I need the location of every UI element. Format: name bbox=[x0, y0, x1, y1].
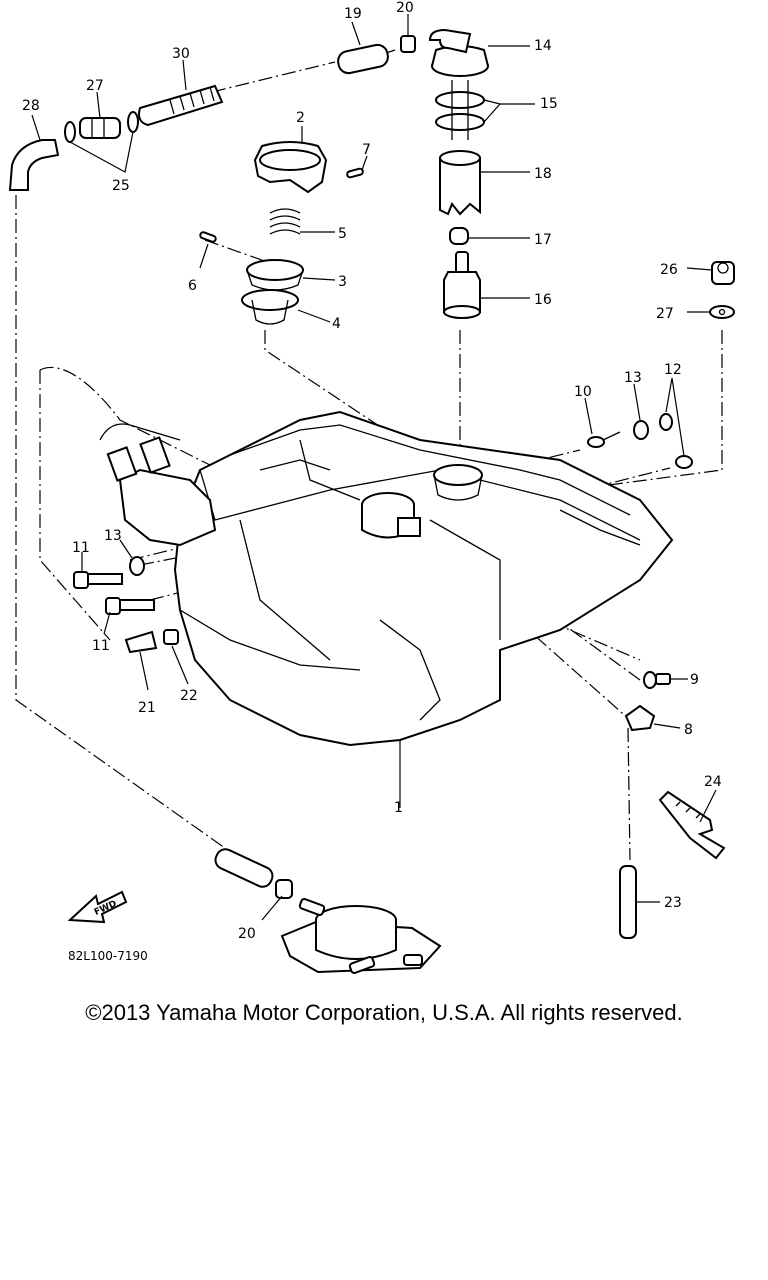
part-30-hose bbox=[138, 84, 224, 127]
callout-10: 10 bbox=[574, 384, 592, 400]
callout-11-lower: 11 bbox=[92, 638, 110, 654]
callout-13-right: 13 bbox=[624, 370, 642, 386]
callout-7: 7 bbox=[362, 142, 371, 158]
part-20-clamp-lower bbox=[275, 879, 293, 899]
callout-11-upper: 11 bbox=[72, 540, 90, 556]
part-10-clip bbox=[587, 431, 621, 448]
callout-14: 14 bbox=[534, 38, 552, 54]
callout-15: 15 bbox=[540, 96, 558, 112]
callout-26: 26 bbox=[660, 262, 678, 278]
callout-19: 19 bbox=[344, 6, 362, 22]
copyright-notice: ©2013 Yamaha Motor Corporation, U.S.A. A… bbox=[85, 1000, 683, 1025]
fuel-tank bbox=[99, 410, 674, 747]
callout-18: 18 bbox=[534, 166, 552, 182]
part-23-hose bbox=[619, 865, 637, 939]
callout-13-left: 13 bbox=[104, 528, 122, 544]
callout-2: 2 bbox=[296, 110, 305, 126]
figure-code: 82L100-7190 bbox=[68, 949, 148, 963]
part-20-clamp-top bbox=[400, 35, 416, 53]
part-2-cap bbox=[253, 141, 328, 194]
callout-5: 5 bbox=[338, 226, 347, 242]
part-8-cap bbox=[624, 704, 656, 732]
part-27-washer bbox=[709, 305, 735, 319]
part-7-pin bbox=[346, 167, 364, 179]
callout-27: 27 bbox=[656, 306, 674, 322]
callout-24: 24 bbox=[704, 774, 722, 790]
part-19-hose bbox=[337, 43, 389, 75]
part-9-clamp bbox=[643, 671, 671, 689]
callout-12: 12 bbox=[664, 362, 682, 378]
callout-3: 3 bbox=[338, 274, 347, 290]
callout-23: 23 bbox=[664, 895, 682, 911]
leader-lines bbox=[31, 14, 717, 921]
callout-4: 4 bbox=[332, 316, 341, 332]
part-22-clip bbox=[163, 629, 179, 645]
part-18-sleeve bbox=[439, 150, 481, 216]
callout-28: 27 bbox=[86, 78, 104, 94]
part-11-bolt-lower bbox=[105, 597, 155, 615]
part-26-nut bbox=[711, 261, 735, 285]
part-3-ring bbox=[246, 259, 304, 291]
part-14-cap bbox=[428, 28, 489, 77]
callout-22: 22 bbox=[180, 688, 198, 704]
part-15-gaskets bbox=[435, 80, 485, 140]
callout-1: 1 bbox=[394, 800, 403, 816]
part-17-clip bbox=[449, 227, 469, 245]
part-6-pin bbox=[199, 231, 217, 243]
callout-6: 6 bbox=[188, 278, 197, 294]
callout-9: 9 bbox=[690, 672, 699, 688]
part-4-gasket bbox=[241, 289, 299, 325]
callout-21: 21 bbox=[138, 700, 156, 716]
part-21-hose bbox=[124, 630, 158, 654]
part-20-hose-lower bbox=[214, 848, 274, 888]
callout-30: 30 bbox=[172, 46, 190, 62]
exploded-parts-diagram: 28 27 30 25 19 20 14 15 18 17 16 2 7 5 3… bbox=[8, 0, 735, 974]
callout-20-lower: 20 bbox=[238, 926, 256, 942]
part-11-bolt-upper bbox=[73, 571, 123, 589]
callout-16: 16 bbox=[534, 292, 552, 308]
callout-29: 28 bbox=[22, 98, 40, 114]
part-13-washer-left bbox=[129, 556, 145, 576]
part-16-pickup bbox=[443, 251, 481, 319]
part-5-spring bbox=[269, 208, 301, 235]
callout-labels: 28 27 30 25 19 20 14 15 18 17 16 2 7 5 3… bbox=[22, 0, 722, 942]
callout-20-top: 20 bbox=[396, 0, 414, 16]
part-28-joint bbox=[79, 117, 121, 139]
forward-arrow-icon: FWD bbox=[67, 890, 128, 924]
part-13-washer-right bbox=[633, 420, 649, 440]
part-29-hose bbox=[8, 139, 60, 191]
callout-8: 8 bbox=[684, 722, 693, 738]
part-24-strap bbox=[658, 790, 726, 860]
callout-17: 17 bbox=[534, 232, 552, 248]
part-12-washers bbox=[659, 413, 693, 469]
fuel-filter bbox=[280, 898, 442, 974]
callout-25: 25 bbox=[112, 178, 130, 194]
